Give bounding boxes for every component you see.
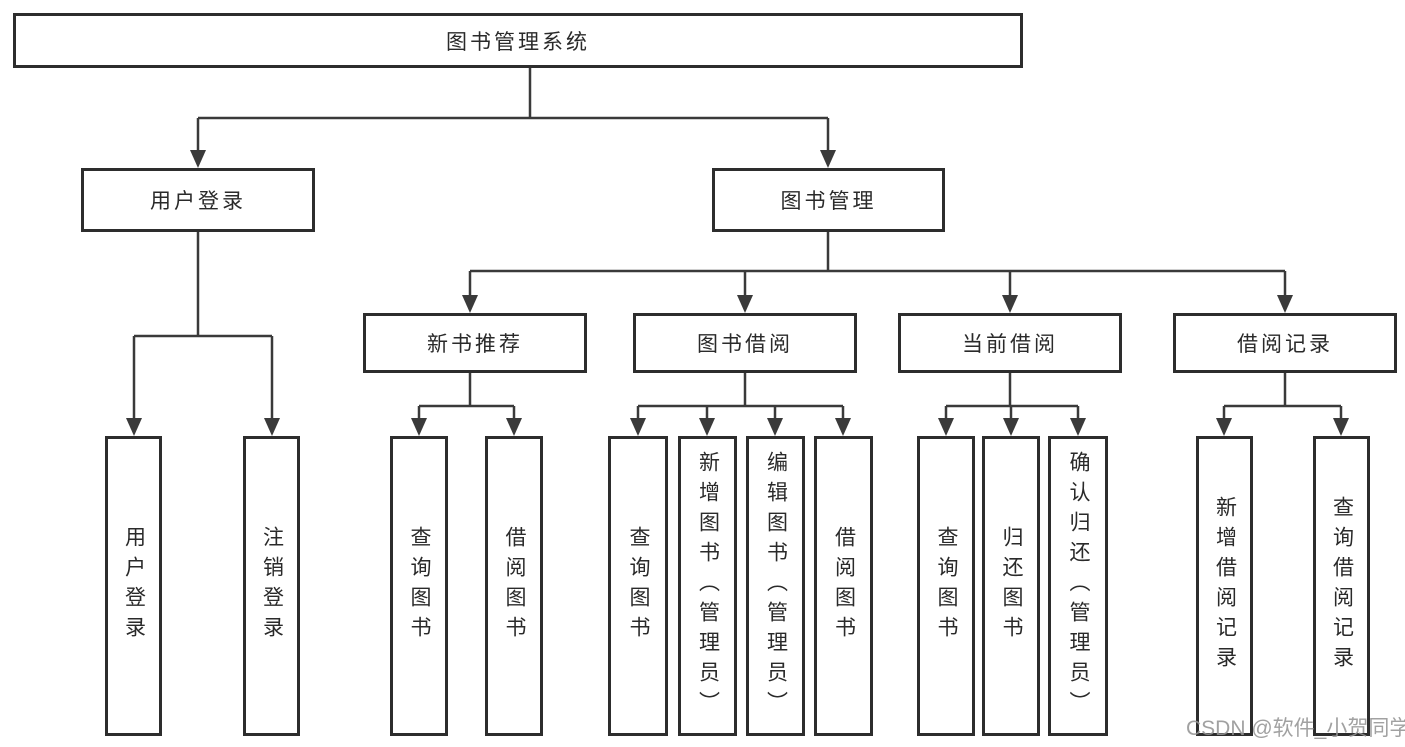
- arrow-down-icon: [126, 418, 142, 436]
- node-logout-leaf-label: 注销登录: [260, 526, 284, 646]
- node-user-login: 用户登录: [81, 168, 315, 232]
- arrow-down-icon: [1277, 295, 1293, 313]
- node-new-book-recommend-label: 新书推荐: [427, 333, 523, 356]
- node-borrowing-records-label: 借阅记录: [1237, 333, 1333, 356]
- node-borrowing-borrow-books: 借阅图书: [814, 436, 873, 736]
- arrow-down-icon: [506, 418, 522, 436]
- node-book-management-label: 图书管理: [780, 190, 877, 213]
- arrow-down-icon: [1333, 418, 1349, 436]
- node-current-query-books-label: 查询图书: [935, 526, 958, 646]
- arrow-down-icon: [699, 418, 715, 436]
- node-borrowing-query-books-label: 查询图书: [627, 526, 650, 646]
- arrow-down-icon: [190, 150, 206, 168]
- node-logout-leaf: 注销登录: [243, 436, 300, 736]
- node-login-leaf-label: 用户登录: [122, 526, 146, 646]
- arrow-down-icon: [1070, 418, 1086, 436]
- node-root: 图书管理系统: [13, 13, 1023, 68]
- node-recommend-borrow-books-label: 借阅图书: [503, 526, 526, 646]
- node-recommend-query-books: 查询图书: [390, 436, 448, 736]
- arrow-down-icon: [264, 418, 280, 436]
- node-book-borrowing: 图书借阅: [633, 313, 857, 373]
- node-recommend-query-books-label: 查询图书: [408, 526, 431, 646]
- arrow-down-icon: [462, 295, 478, 313]
- node-current-borrowing: 当前借阅: [898, 313, 1122, 373]
- node-add-borrow-record: 新增借阅记录: [1196, 436, 1253, 736]
- arrow-down-icon: [1216, 418, 1232, 436]
- node-borrowing-records: 借阅记录: [1173, 313, 1397, 373]
- node-confirm-return-admin-label: 确认归还（管理员）: [1067, 451, 1090, 721]
- node-return-books-label: 归还图书: [1000, 526, 1023, 646]
- node-borrowing-borrow-books-label: 借阅图书: [832, 526, 856, 646]
- node-query-borrow-record-label: 查询借阅记录: [1330, 496, 1354, 676]
- node-add-borrow-record-label: 新增借阅记录: [1213, 496, 1237, 676]
- arrow-down-icon: [938, 418, 954, 436]
- node-return-books: 归还图书: [982, 436, 1040, 736]
- arrow-down-icon: [835, 418, 851, 436]
- node-current-borrowing-label: 当前借阅: [962, 333, 1058, 356]
- node-user-login-label: 用户登录: [150, 190, 246, 213]
- node-add-books-admin-label: 新增图书（管理员）: [696, 451, 720, 721]
- csdn-watermark: CSDN @软件_小贺同学: [1186, 717, 1405, 740]
- node-login-leaf: 用户登录: [105, 436, 162, 736]
- arrow-down-icon: [767, 418, 783, 436]
- arrow-down-icon: [1002, 295, 1018, 313]
- node-add-books-admin: 新增图书（管理员）: [678, 436, 737, 736]
- node-confirm-return-admin: 确认归还（管理员）: [1048, 436, 1108, 736]
- node-borrowing-query-books: 查询图书: [608, 436, 668, 736]
- node-book-management: 图书管理: [712, 168, 945, 232]
- node-recommend-borrow-books: 借阅图书: [485, 436, 543, 736]
- arrow-down-icon: [737, 295, 753, 313]
- node-edit-books-admin: 编辑图书（管理员）: [746, 436, 805, 736]
- node-root-label: 图书管理系统: [446, 30, 590, 54]
- arrow-down-icon: [411, 418, 427, 436]
- arrow-down-icon: [820, 150, 836, 168]
- arrow-down-icon: [630, 418, 646, 436]
- node-current-query-books: 查询图书: [917, 436, 975, 736]
- node-new-book-recommend: 新书推荐: [363, 313, 587, 373]
- node-edit-books-admin-label: 编辑图书（管理员）: [764, 451, 788, 721]
- node-book-borrowing-label: 图书借阅: [697, 333, 793, 356]
- node-query-borrow-record: 查询借阅记录: [1313, 436, 1370, 736]
- arrow-down-icon: [1003, 418, 1019, 436]
